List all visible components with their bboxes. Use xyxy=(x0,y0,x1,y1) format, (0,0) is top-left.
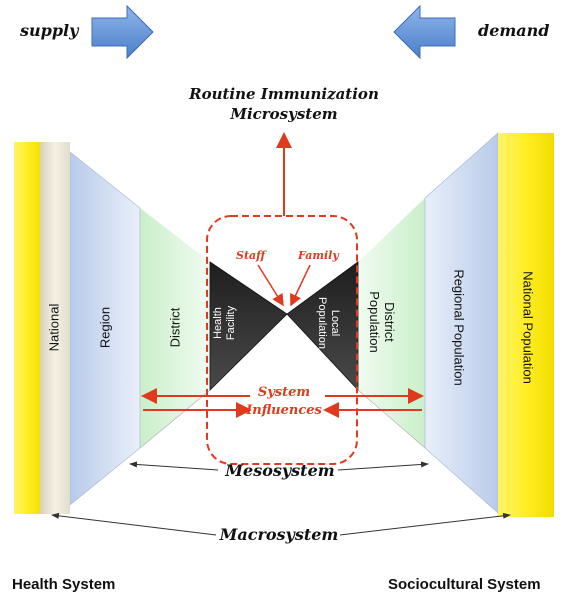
sociocultural-system-label: Sociocultural System xyxy=(388,576,541,593)
demand-arrow-icon xyxy=(393,4,456,60)
health-system-label: Health System xyxy=(12,576,116,593)
local-population-line-2: Population xyxy=(316,297,328,349)
health-facility-label: Health Facility xyxy=(212,278,238,368)
macrosystem-label: Macrosystem xyxy=(219,525,339,544)
supply-label: supply xyxy=(20,21,79,40)
national-label: National xyxy=(46,303,62,352)
mesosystem-arrow xyxy=(337,461,429,471)
funnel-line xyxy=(357,389,426,449)
supply-arrow-icon xyxy=(91,4,154,60)
region-label: Region xyxy=(97,306,113,349)
national-bar-inner xyxy=(40,142,70,514)
mesosystem-arrow xyxy=(129,461,219,471)
family-label: Family xyxy=(298,249,339,262)
district-population-line-1: District xyxy=(382,302,397,342)
regional-population-label: Regional Population xyxy=(451,269,467,386)
local-population-line-1: Local xyxy=(329,309,341,337)
macrosystem-arrow xyxy=(51,512,217,536)
microsystem-box xyxy=(206,215,358,465)
staff-label: Staff xyxy=(236,249,266,262)
district-population-band xyxy=(358,198,425,448)
system-influences-line-2: Influences xyxy=(246,403,322,418)
demand-label: demand xyxy=(478,21,550,40)
macrosystem-arrow xyxy=(339,512,511,536)
district-population-line-2: Population xyxy=(367,291,382,353)
family-arrow xyxy=(290,264,311,307)
local-population-label: Local Population xyxy=(315,278,341,368)
mesosystem-label: Mesosystem xyxy=(225,461,335,480)
national-bar xyxy=(14,142,42,514)
district-label: District xyxy=(167,307,183,348)
funnel-line xyxy=(139,389,211,449)
system-influences-line-1: System xyxy=(257,385,311,400)
health-facility-triangle xyxy=(209,261,288,391)
district-band xyxy=(140,208,210,448)
title-line-2: Microsystem xyxy=(230,105,338,123)
title-line-1: Routine Immunization xyxy=(189,85,379,103)
health-facility-line-1: Health xyxy=(212,307,224,339)
national-population-label: National Population xyxy=(520,271,536,384)
health-facility-line-2: Facility xyxy=(225,305,237,341)
staff-arrow xyxy=(257,264,284,307)
national-population-bar xyxy=(498,133,554,517)
district-population-label: District Population xyxy=(367,267,397,377)
